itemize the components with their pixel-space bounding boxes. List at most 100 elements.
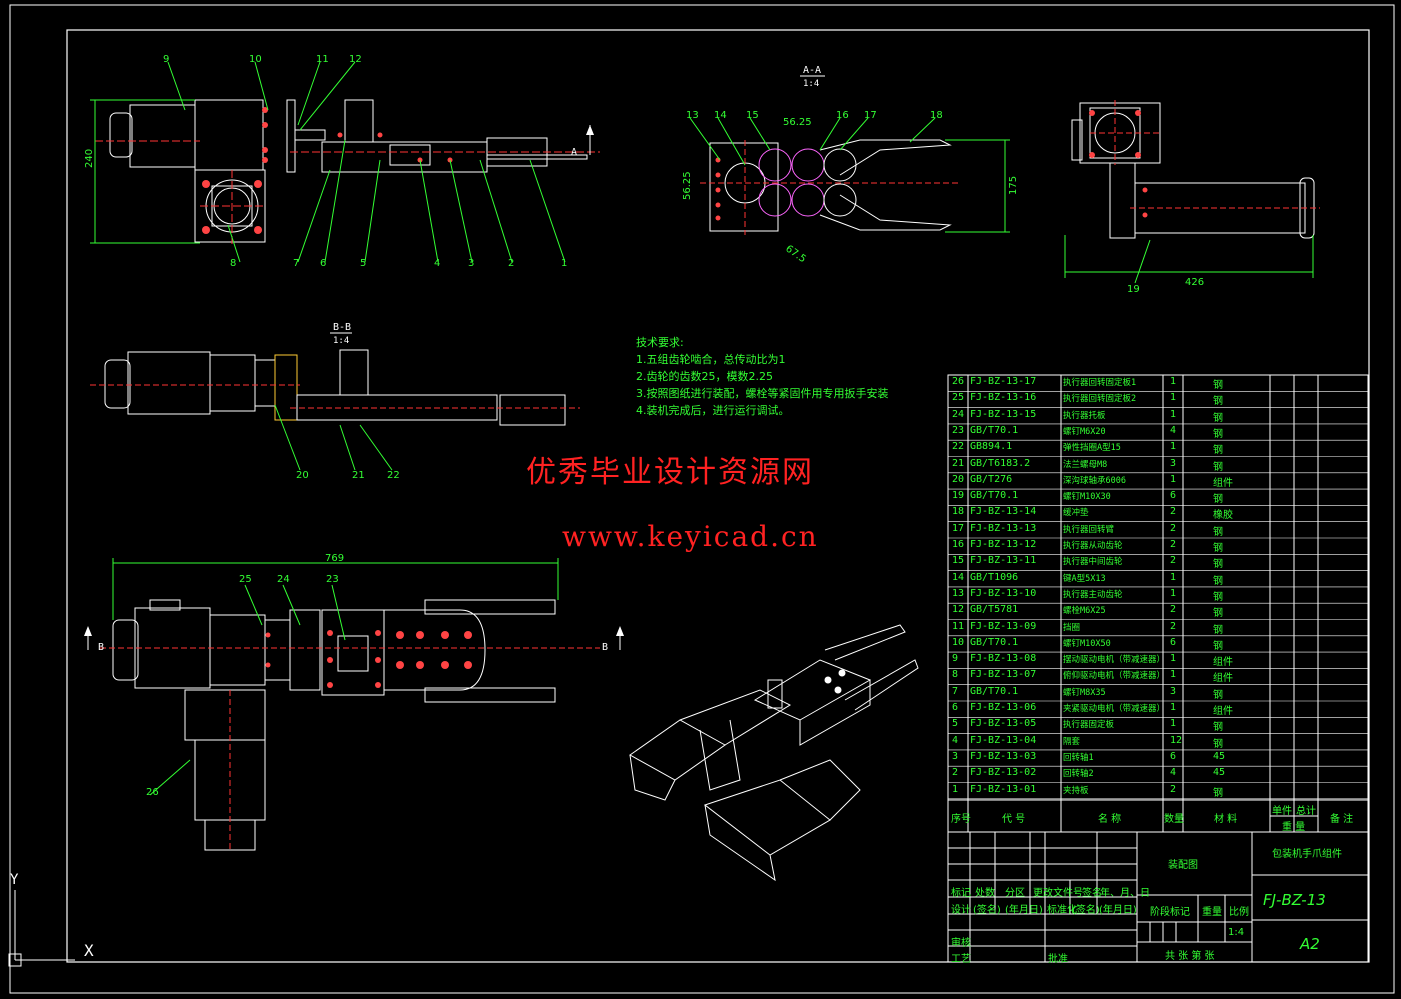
bom-cell-name: 挡圈 xyxy=(1063,622,1081,633)
bom-cell-name: 螺钉M8X35 xyxy=(1063,687,1106,698)
bom-cell-mat: 组件 xyxy=(1213,657,1233,669)
bom-header-name: 名 称 xyxy=(1098,814,1122,825)
balloon: 3 xyxy=(468,258,474,269)
tb-count: 处数 xyxy=(975,888,995,899)
bom-cell-qty: 1 xyxy=(1170,587,1177,599)
svg-text:X: X xyxy=(84,941,94,960)
bom-cell-no: 2 xyxy=(952,767,959,779)
bom-cell-name: 回转轴2 xyxy=(1063,769,1094,780)
dim-gear-offset: 56.25 xyxy=(783,117,812,128)
bom-cell-no: 8 xyxy=(952,669,959,681)
bom-cell-qty: 1 xyxy=(1170,408,1177,420)
bom-cell-name: 螺栓M6X25 xyxy=(1063,606,1106,617)
tb-mark: 标记 xyxy=(951,888,971,899)
balloon: 24 xyxy=(277,574,290,585)
dim-left-height: 240 xyxy=(84,149,95,168)
gear-train-view xyxy=(709,139,952,232)
svg-text:B-B: B-B xyxy=(333,322,351,333)
dim-right-width: 426 xyxy=(1185,277,1204,288)
balloon: 4 xyxy=(434,258,440,269)
bom-cell-mat: 45 xyxy=(1213,767,1226,779)
sheet-size: A2 xyxy=(1300,935,1320,953)
centerlines-aa xyxy=(700,140,960,235)
watermark-title: 优秀毕业设计资源网 xyxy=(526,455,814,490)
tb-approve: 批准 xyxy=(1048,954,1068,965)
bom-cell-no: 4 xyxy=(952,734,959,746)
section-bb-title: B-B 1:4 xyxy=(330,322,352,346)
bom-cell-code: GB/T70.1 xyxy=(970,490,1019,502)
bom-cell-name: 夹紧驱动电机（带减速器） xyxy=(1063,704,1166,714)
right-side-view xyxy=(1071,102,1315,239)
bom-cell-name: 螺钉M10X50 xyxy=(1063,638,1111,649)
balloon: 15 xyxy=(746,110,759,121)
centerlines-top xyxy=(95,140,600,245)
bom-cell-qty: 2 xyxy=(1170,555,1177,567)
bom-cell-code: GB/T70.1 xyxy=(970,685,1019,697)
bom-header-qty: 数量 xyxy=(1164,814,1184,825)
dimension-lines-top xyxy=(90,61,566,263)
bom-cell-mat: 组件 xyxy=(1213,706,1233,717)
bom-cell-mat: 钢 xyxy=(1213,591,1223,603)
bom-cell-code: FJ-BZ-13-01 xyxy=(970,783,1037,795)
bom-cell-mat: 钢 xyxy=(1213,526,1223,538)
tech-item: 2.齿轮的齿数25，模数2.25 xyxy=(636,370,773,383)
bom-header-weight: 重 量 xyxy=(1282,822,1306,833)
balloon: 14 xyxy=(714,110,727,121)
bom-cell-name: 执行器回转臂 xyxy=(1063,524,1115,535)
bom-cell-qty: 2 xyxy=(1170,783,1177,795)
bom-cell-name: 执行器中间齿轮 xyxy=(1063,557,1123,568)
balloon: 1 xyxy=(561,258,567,269)
bom-cell-code: FJ-BZ-13-02 xyxy=(970,767,1037,779)
bom-cell-mat: 钢 xyxy=(1213,461,1223,473)
scale-value: 1:4 xyxy=(1228,927,1245,938)
section-arrows-b: B B xyxy=(84,626,624,653)
balloon: 26 xyxy=(146,787,159,798)
balloon: 12 xyxy=(349,54,362,65)
bom-cell-no: 18 xyxy=(952,506,965,518)
tb-sign-name: (签名) xyxy=(973,905,1001,916)
bom-header-mat: 材 料 xyxy=(1214,814,1238,825)
bom-cell-no: 11 xyxy=(952,620,965,632)
bom-cell-qty: 1 xyxy=(1170,653,1177,665)
tb-sign: 签名 xyxy=(1082,888,1102,899)
bom-cell-no: 3 xyxy=(952,750,959,762)
balloons-top: 9 10 11 12 8 7 6 5 4 3 2 1 xyxy=(163,54,567,269)
svg-text:B: B xyxy=(602,642,608,653)
bom-cell-name: 执行器回转固定板1 xyxy=(1063,378,1137,388)
bom-cell-no: 13 xyxy=(952,587,965,599)
svg-text:A-A: A-A xyxy=(803,65,821,76)
bom-cell-no: 6 xyxy=(952,702,959,713)
tb-date: 年、月、日 xyxy=(1100,888,1150,899)
balloon: 5 xyxy=(360,258,366,269)
bom-cell-code: GB/T5781 xyxy=(970,604,1019,616)
bom-cell-code: FJ-BZ-13-14 xyxy=(970,506,1037,518)
balloon: 20 xyxy=(296,470,309,481)
bom-cell-no: 17 xyxy=(952,522,965,534)
watermark-url: www.keyicad.cn xyxy=(562,520,819,553)
title-block-grid xyxy=(947,831,1369,963)
centerlines-bottom xyxy=(100,647,600,850)
balloon: 6 xyxy=(320,258,326,269)
balloon: 22 xyxy=(387,470,400,481)
bom-cell-qty: 1 xyxy=(1170,392,1177,404)
tb-sheets: 共 张 第 张 xyxy=(1165,951,1215,962)
bom-cell-name: 弹性挡圈A型15 xyxy=(1063,443,1121,454)
bom-cell-no: 12 xyxy=(952,604,965,616)
bom-cell-name: 摆动驱动电机（带减速器） xyxy=(1063,655,1166,666)
svg-text:A: A xyxy=(571,147,577,158)
section-aa-title: A-A 1:4 xyxy=(800,65,825,89)
bom-cell-name: 回转轴1 xyxy=(1063,752,1094,763)
tb-design: 设计 xyxy=(951,905,971,916)
bom-cell-no: 15 xyxy=(952,555,965,567)
tb-review: 审核 xyxy=(951,938,971,949)
tb-weight: 重量 xyxy=(1202,907,1222,918)
balloon: 11 xyxy=(316,54,329,65)
bom-cell-mat: 钢 xyxy=(1213,787,1223,799)
bom-cell-code: FJ-BZ-13-06 xyxy=(970,702,1037,713)
bom-cell-no: 23 xyxy=(952,424,965,436)
tb-sign-name-2: (签名) xyxy=(1072,905,1100,916)
centerlines-bb xyxy=(90,384,580,409)
dimension-lines-bottom xyxy=(112,558,559,796)
tb-zone: 分区 xyxy=(1005,888,1025,899)
